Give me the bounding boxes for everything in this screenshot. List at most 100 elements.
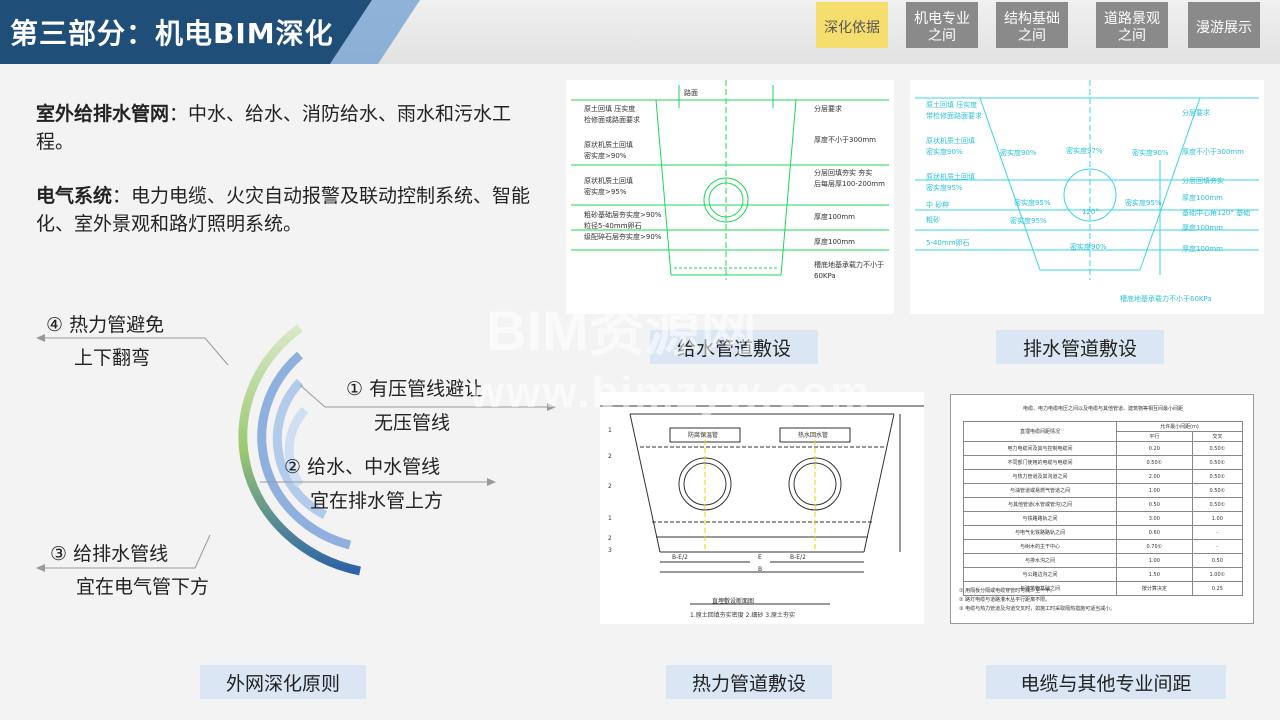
table-cell: 1.50 [1116, 567, 1193, 582]
tab-road-landscape-between[interactable]: 道路景观之间 [1096, 2, 1168, 48]
principle-1-line2: 无压管线 [374, 412, 451, 434]
electrical-paragraph: 电气系统：电力电缆、火灾自动报警及联动控制系统、智能化、室外景观和路灯照明系统。 [36, 182, 536, 238]
tab-mep-between[interactable]: 机电专业之间 [906, 2, 978, 48]
drawing-label: 原状机质土回填 [926, 137, 975, 145]
table-cell: 按计算决定 [1116, 581, 1193, 596]
drawing-label: 厚度100mm [1182, 245, 1223, 253]
drawing-label: 厚度不小于300mm [1182, 148, 1244, 156]
table-header: 允许最小间距(m) [1116, 421, 1243, 432]
tab-label: 深化依据 [824, 19, 880, 36]
principle-2-line1: ② 给水、中水管线 [284, 456, 441, 478]
heat-footer-note: 1.原土回填夯实密度 2.细砂 3.原土夯实 [690, 612, 795, 619]
drainage-trench-svg [915, 80, 1259, 280]
heat-dim-label: B [758, 566, 763, 573]
table-cell: 与建筑物基础之间 [963, 581, 1117, 596]
drawing-label: 级配碎石层夯实度>90% [584, 233, 662, 241]
table-note: ① 用隔板分隔或电缆穿管时可减少至一半。 [959, 588, 1056, 594]
table-cell: 0.70① [1116, 539, 1193, 554]
drainage-right-labels: 分层要求 厚度不小于300mm 分层回填夯实 厚度100mm 基础中心角120°… [1182, 108, 1264, 255]
tab-label: 之间 [928, 28, 956, 44]
pointer-4 [40, 337, 229, 366]
table-cell: 与热力管道及其沟道之间 [963, 469, 1117, 484]
table-cell: 与其他管道(水管或管沟)之间 [963, 497, 1117, 512]
tab-basis[interactable]: 深化依据 [816, 2, 888, 48]
drawing-label: 检修面或路面要求 [584, 116, 640, 124]
principles-caption: 外网深化原则 [200, 665, 366, 699]
drawing-label: 粗砂基础层夯实度>90% [584, 211, 662, 219]
svg-text:2: 2 [608, 453, 612, 460]
drawing-label: 原土回填 压实度 [584, 105, 636, 113]
drawing-label: 密实度95% [926, 184, 963, 192]
arrow-head-4 [36, 334, 45, 342]
arc-2 [257, 351, 352, 550]
cable-table-notes: ① 用隔板分隔或电缆穿管时可减少至一半。 ② 路灯电缆与道路灌木丛平行距离不限。… [959, 587, 1115, 614]
drawing-label: 原土回填 压实度 [926, 101, 978, 109]
table-cell: 0.20 [1116, 441, 1193, 456]
table-cell: - [1191, 525, 1244, 540]
tab-label: 漫游展示 [1196, 19, 1252, 36]
principles-arc-diagram [36, 324, 556, 576]
heat-caption: 热力管道敷设 [666, 665, 832, 699]
table-header: 平行 [1116, 431, 1193, 442]
table-cell: 0.50① [1191, 455, 1244, 470]
heat-dim-label: E [758, 554, 762, 561]
tab-label: 之间 [1118, 28, 1146, 44]
electrical-text: ：电力电缆、火灾自动报警及联动控制系统、智能化、室外景观和路灯照明系统。 [36, 185, 531, 235]
outdoor-water-paragraph: 室外给排水管网：中水、给水、消防给水、雨水和污水工程。 [36, 100, 536, 156]
table-header: 直埋电缆间距情况 [963, 421, 1117, 442]
drawing-label: 密实度90% [926, 148, 963, 156]
drawing-label: 粒径5-40mm卵石 [584, 222, 642, 230]
table-cell: 与铁路路轨之间 [963, 511, 1117, 526]
pointer-1 [299, 384, 550, 408]
table-cell: 与电气化铁路路轨之间 [963, 525, 1117, 540]
tab-roaming-display[interactable]: 漫游展示 [1188, 2, 1260, 48]
drainage-left-labels: 原土回填 压实度 带检修面路面要求 原状机质土回填 密实度90% 原状机质土回填… [926, 100, 996, 249]
table-cell: 0.50① [1191, 497, 1244, 512]
table-cell: 0.50 [1191, 553, 1244, 568]
tab-label: 结构基础 [1004, 11, 1060, 27]
svg-text:1: 1 [608, 427, 612, 434]
table-cell: 0.50① [1191, 441, 1244, 456]
table-cell: 1.00① [1191, 567, 1244, 582]
drawing-label: 厚度不小于300mm [814, 136, 876, 144]
drawing-label: 原状机质土回填 [584, 141, 633, 149]
water-supply-trench-svg [571, 80, 889, 280]
water-supply-right-labels: 分层要求 厚度不小于300mm 分层回填夯实 夯实 后每层厚100-200mm … [814, 104, 894, 282]
title-banner-shape [0, 0, 420, 64]
principle-4-line2: 上下翻弯 [74, 347, 151, 369]
table-cell: 与公路边沟之间 [963, 567, 1117, 582]
drawing-label: 厚度100mm [1182, 194, 1223, 202]
drainage-mid-label: 密实度90% [1000, 149, 1037, 157]
table-note: ③ 电缆与热力管道及沟道交叉时，如施工时采取隔热措施可适当减小。 [959, 606, 1116, 612]
table-cell: - [1191, 539, 1244, 554]
drawing-label: 中 砂粹 [926, 201, 950, 209]
drawing-label: 槽底地基承载力不小于60KPa [814, 261, 884, 280]
outdoor-water-heading: 室外给排水管网 [36, 103, 170, 125]
heat-footer-title: 直埋敷设断面图 [712, 598, 755, 605]
drawing-label: 分层回填夯实 [1182, 177, 1224, 185]
pointer-3 [40, 534, 211, 569]
svg-text:2: 2 [608, 483, 612, 490]
arrow-head-1 [547, 403, 556, 411]
drainage-mid-label: 密实度90% [1132, 149, 1169, 157]
tab-label: 机电专业 [914, 11, 970, 27]
principle-3-line2: 宜在电气管下方 [76, 576, 210, 598]
page-title: 第三部分：机电BIM深化 [10, 17, 334, 50]
drawing-label: 后每层厚100-200mm [814, 180, 885, 188]
table-cell: 0.50① [1191, 483, 1244, 498]
tab-structure-between[interactable]: 结构基础之间 [996, 2, 1068, 48]
drainage-mid-label: 密实度95% [1010, 217, 1047, 225]
table-cell: 电力电缆间及其与控制电缆间 [963, 441, 1117, 456]
table-cell: 0.50① [1191, 469, 1244, 484]
heat-box-label: 热水回水管 [798, 432, 829, 439]
